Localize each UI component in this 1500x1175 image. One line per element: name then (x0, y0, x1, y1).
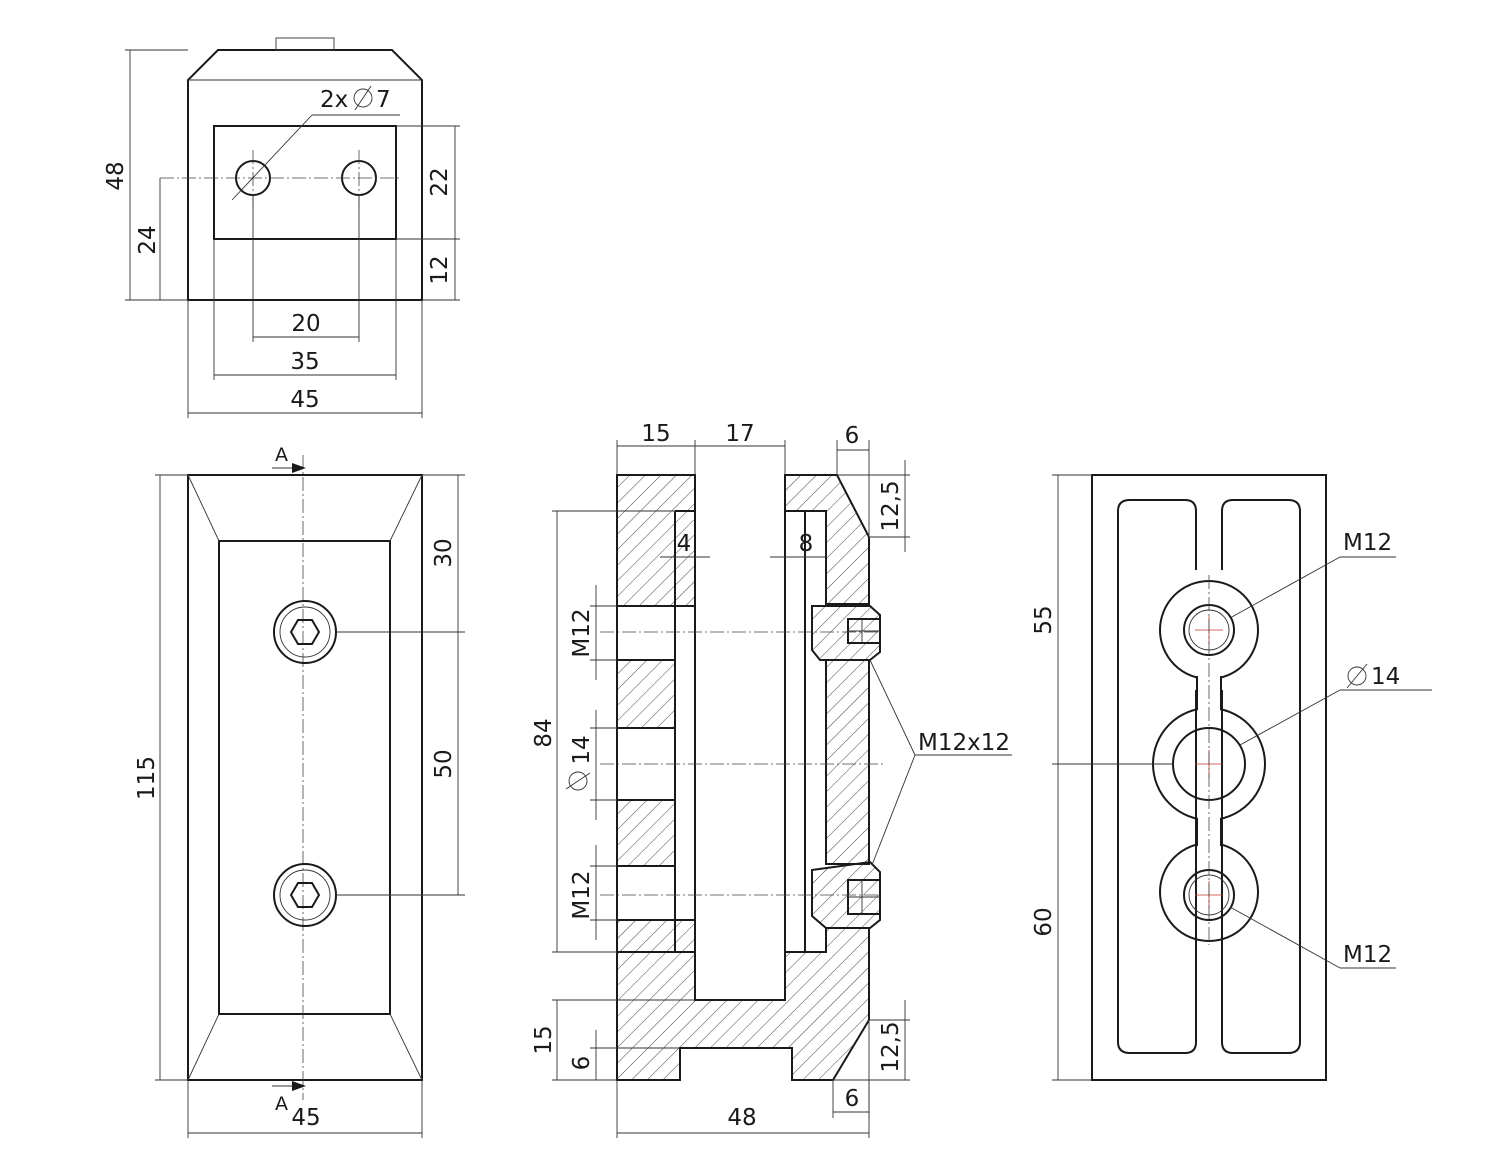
dim-width-text: 45 (290, 387, 319, 413)
dim-slot-width-text: 35 (290, 349, 319, 375)
dim-depth-text: 84 (531, 718, 557, 747)
set-screw-label: M12x12 (918, 730, 1010, 756)
section-view: 15 17 6 12,5 4 8 84 M12 14 (531, 421, 1012, 1138)
dim-bore-text: 14 (569, 735, 595, 764)
dim-inner-right-text: 8 (799, 531, 814, 557)
section-right-wall-top (784, 474, 870, 605)
back-thread-bottom-label: M12 (1343, 942, 1392, 968)
top-view: 2x 7 48 24 22 12 20 35 45 (103, 37, 460, 418)
back-thread-top-label: M12 (1343, 530, 1392, 556)
dim-slot-height-text: 22 (427, 167, 453, 196)
front-view-outline (187, 474, 423, 1081)
dim-lower-text: 60 (1031, 907, 1057, 936)
section-inner-left (674, 510, 695, 953)
diameter-icon (353, 85, 373, 111)
section-slot-walls (694, 475, 786, 1000)
dim-chamfer-bottom-text: 6 (845, 1086, 860, 1112)
dim-base-recess-text: 6 (569, 1056, 595, 1071)
section-right-wall-mid (825, 659, 870, 865)
dim-chamfer-height-bottom-text: 12,5 (878, 1021, 904, 1072)
section-mark-bottom: A (275, 1093, 288, 1115)
dim-base-text: 15 (531, 1025, 557, 1054)
back-bore-label: 14 (1371, 664, 1400, 690)
dim-inner-left-text: 4 (677, 531, 692, 557)
section-base (616, 927, 870, 1081)
front-view: A A 115 30 50 45 (134, 444, 465, 1138)
dim-section-width-text: 48 (727, 1105, 756, 1131)
diameter-icon (1346, 663, 1368, 689)
dim-top-offset-text: 30 (431, 538, 457, 567)
dim-slot-offset-text: 12 (427, 255, 453, 284)
dim-center-height-text: 24 (135, 225, 161, 254)
section-mark-top: A (275, 444, 288, 466)
dim-slot-text: 17 (725, 421, 754, 447)
top-view-slot (213, 125, 397, 240)
section-left-wall-mid (616, 659, 676, 729)
dim-hole-spacing-front-text: 50 (431, 749, 457, 778)
socket-screw-bottom (273, 863, 337, 927)
back-view-right-pocket (1221, 499, 1301, 1054)
top-view-tab (275, 37, 335, 51)
set-screw-top (811, 605, 881, 661)
dim-thread-top-text: M12 (569, 608, 595, 657)
back-view-outline (1091, 474, 1327, 1081)
dim-upper-text: 55 (1031, 605, 1057, 634)
back-view: 55 60 M12 14 M12 (1031, 474, 1432, 1081)
dim-thread-bottom-text: M12 (569, 870, 595, 919)
dim-front-width-text: 45 (291, 1105, 320, 1131)
section-left-wall-top (616, 474, 696, 607)
section-inner-right (785, 511, 806, 953)
hole-count-label: 2x (320, 87, 348, 113)
dim-chamfer-top-text: 6 (845, 423, 860, 449)
section-left-wall-low (616, 799, 676, 867)
dim-height-text: 48 (103, 161, 129, 190)
hole-leader (231, 114, 313, 201)
back-view-left-pocket (1117, 499, 1197, 1054)
dim-left-wall-text: 15 (641, 421, 670, 447)
socket-screw-top (273, 600, 337, 664)
diameter-icon (565, 771, 591, 791)
dim-chamfer-height-top-text: 12,5 (878, 480, 904, 531)
dim-length-text: 115 (134, 756, 160, 800)
section-left-wall-bottom (616, 919, 696, 953)
hole-diameter-label: 7 (376, 87, 391, 113)
dim-hole-spacing-text: 20 (291, 311, 320, 337)
front-view-inner-face (218, 540, 391, 1015)
